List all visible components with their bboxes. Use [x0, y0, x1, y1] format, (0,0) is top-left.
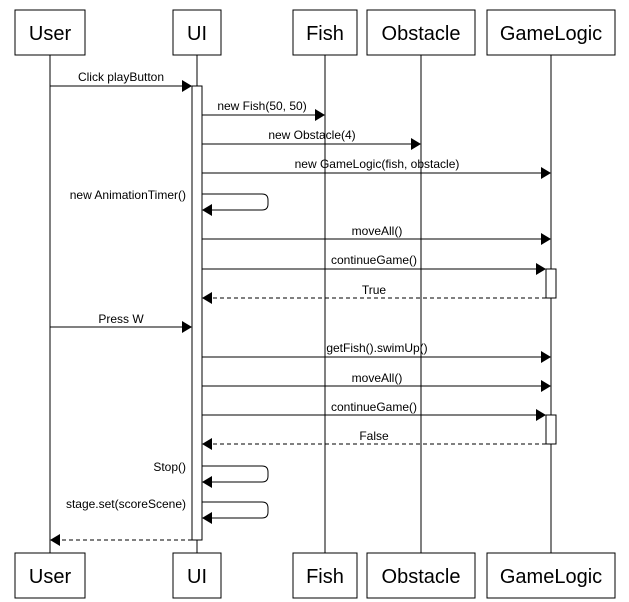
message-stop: Stop() — [153, 460, 269, 488]
message-label: new GameLogic(fish, obstacle) — [295, 157, 460, 171]
participant-label: UI — [187, 566, 207, 588]
participant-label: UI — [187, 23, 207, 45]
activation-gamelogic-1 — [545, 268, 557, 299]
message-label: continueGame() — [331, 253, 417, 267]
participant-obstacle-bottom: Obstacle — [366, 552, 476, 599]
message-stage-set: stage.set(scoreScene) — [66, 497, 269, 524]
message-label: True — [362, 283, 387, 297]
participant-gamelogic-bottom: GameLogic — [486, 552, 616, 599]
activation-ui — [191, 85, 203, 541]
message-label: Stop() — [153, 460, 186, 474]
message-label: moveAll() — [352, 371, 403, 385]
message-new-animationtimer: new AnimationTimer() — [70, 188, 269, 216]
message-return-user — [50, 534, 192, 546]
message-moveall-1: moveAll() — [202, 224, 551, 245]
message-new-fish: new Fish(50, 50) — [202, 99, 325, 121]
activation-gamelogic-2 — [545, 414, 557, 445]
participant-fish-top: Fish — [292, 9, 358, 56]
participant-gamelogic-top: GameLogic — [486, 9, 616, 56]
participant-ui-top: UI — [172, 9, 222, 56]
message-click-playbutton: Click playButton — [50, 70, 192, 92]
message-label: new Obstacle(4) — [268, 128, 355, 142]
participant-label: User — [29, 23, 72, 45]
message-moveall-2: moveAll() — [202, 371, 551, 392]
message-return-false: False — [202, 429, 546, 450]
message-label: new AnimationTimer() — [70, 188, 186, 202]
participant-obstacle-top: Obstacle — [366, 9, 476, 56]
message-getfish-swimup: getFish().swimUp() — [202, 341, 551, 363]
message-new-obstacle: new Obstacle(4) — [202, 128, 421, 150]
message-continuegame-2: continueGame() — [202, 400, 546, 421]
message-label: False — [359, 429, 389, 443]
participant-user-top: User — [14, 9, 86, 56]
message-label: moveAll() — [352, 224, 403, 238]
participant-label: GameLogic — [500, 566, 602, 588]
message-press-w: Press W — [50, 312, 192, 333]
message-label: new Fish(50, 50) — [217, 99, 306, 113]
participant-label: Fish — [306, 566, 344, 588]
message-label: getFish().swimUp() — [326, 341, 427, 355]
participant-ui-bottom: UI — [172, 552, 222, 599]
message-label: Press W — [98, 312, 144, 326]
participant-user-bottom: User — [14, 552, 86, 599]
message-continuegame-1: continueGame() — [202, 253, 546, 275]
message-return-true: True — [202, 283, 546, 304]
participant-fish-bottom: Fish — [292, 552, 358, 599]
participant-label: Obstacle — [382, 23, 461, 45]
participant-label: GameLogic — [500, 23, 602, 45]
message-label: continueGame() — [331, 400, 417, 414]
participant-label: User — [29, 566, 72, 588]
participant-label: Obstacle — [382, 566, 461, 588]
message-label: stage.set(scoreScene) — [66, 497, 186, 511]
message-new-gamelogic: new GameLogic(fish, obstacle) — [202, 157, 551, 179]
participant-label: Fish — [306, 23, 344, 45]
message-label: Click playButton — [78, 70, 164, 84]
